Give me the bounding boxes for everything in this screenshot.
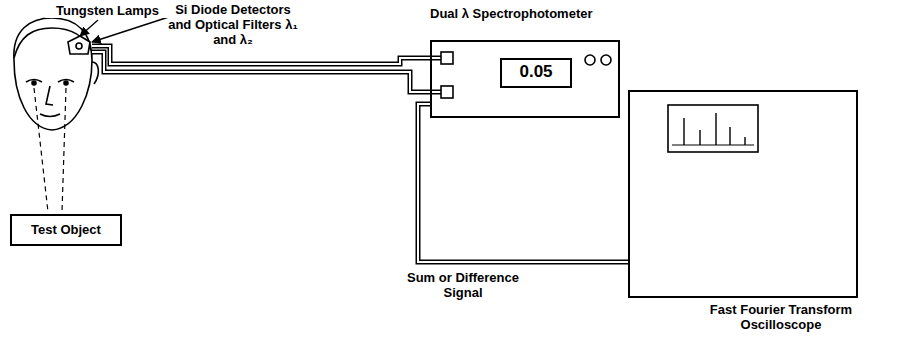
part-label: Tungsten Lamps	[45, 3, 170, 18]
leader-arrows	[80, 14, 178, 42]
instrument-name: Dual λ Spectrophotometer	[430, 6, 645, 21]
sensor-cables	[92, 46, 441, 92]
box-outline	[628, 90, 858, 298]
instrument-box: Dual λ Spectrophotometer 0.05	[430, 4, 645, 118]
display-readout: 0.05	[500, 58, 572, 88]
signal-cable	[418, 104, 628, 262]
gaze-lines	[34, 88, 66, 212]
signal-label: Sum or Difference Signal	[398, 270, 528, 300]
box-text: 0.05	[500, 62, 572, 82]
box-text: Test Object	[10, 222, 122, 237]
head-figure	[14, 18, 99, 130]
control-knobs	[585, 55, 611, 65]
input-jacks	[441, 52, 453, 98]
fft-screen	[668, 105, 758, 152]
instrument-box: Test Object	[10, 214, 122, 246]
instrument-box: Fast Fourier Transform Oscilloscope	[628, 90, 868, 342]
instrument-name: Fast Fourier Transform Oscilloscope	[696, 302, 866, 332]
part-label: Si Diode Detectors and Optical Filters λ…	[168, 2, 298, 47]
